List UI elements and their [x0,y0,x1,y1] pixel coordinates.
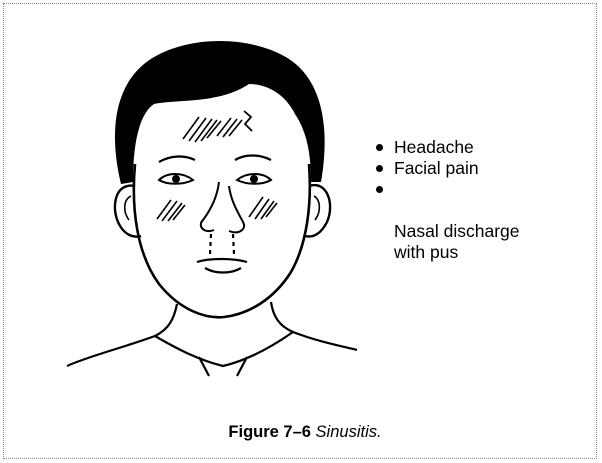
eyes [159,174,271,184]
nasal-discharge [210,234,234,254]
bullet-icon [376,186,383,193]
nose [201,182,244,232]
figure-frame: Headache Facial pain Nasal discharge wit… [3,3,597,459]
figure-title: Sinusitis. [316,423,382,441]
right-cheek-pain-hatching [249,197,277,219]
face-outline [134,164,310,317]
left-cheek-pain-hatching [157,200,185,221]
symptom-text: Nasal discharge with pus [394,221,519,262]
face-with-sinus-pain-areas-drawing [59,14,359,384]
symptom-list: Headache Facial pain Nasal discharge wit… [376,137,519,263]
figure-caption: Figure 7–6 Sinusitis. [4,423,602,442]
bullet-icon [376,144,383,151]
neck-and-collar [67,302,357,376]
list-item: Nasal discharge with pus [376,179,519,263]
mouth [197,259,247,273]
hair-shape [115,41,325,184]
figure-label: Figure 7–6 [228,423,311,441]
list-item: Facial pain [376,158,519,179]
bullet-icon [376,165,383,172]
list-item: Headache [376,137,519,158]
symptom-text: Headache [394,137,474,157]
forehead-pain-hatching [183,117,242,142]
symptom-text: Facial pain [394,158,479,178]
